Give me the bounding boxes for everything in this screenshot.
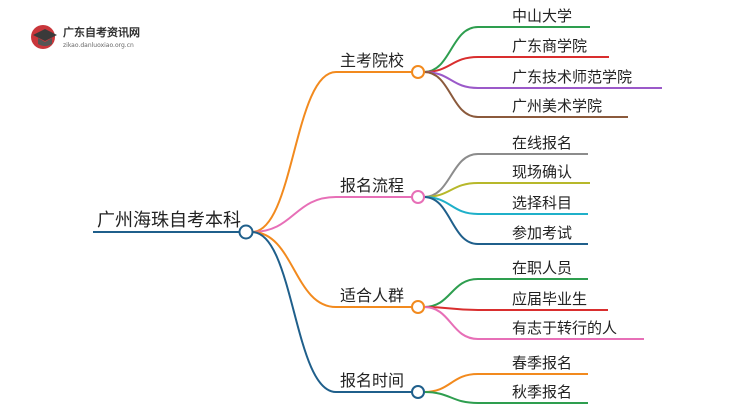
branch-node-circle: [411, 65, 425, 79]
branch-label: 报名流程: [340, 176, 404, 195]
leaf-label: 秋季报名: [512, 383, 572, 401]
leaf-label: 广东商学院: [512, 37, 587, 55]
graduation-cap-icon: [33, 29, 57, 41]
branch-to-leaf-connector: [423, 278, 479, 308]
root-to-branch-connector: [251, 231, 337, 393]
branch-to-leaf-connector: [423, 306, 479, 340]
branch-to-leaf-connector: [423, 391, 479, 404]
leaf-label: 选择科目: [512, 194, 572, 212]
branch-label: 主考院校: [340, 51, 404, 70]
branch-label: 适合人群: [340, 286, 404, 305]
leaf-label: 在职人员: [512, 259, 572, 277]
branch-label: 报名时间: [340, 371, 404, 390]
mindmap-nodes: 广州海珠自考本科主考院校中山大学广东商学院广东技术师范学院广州美术学院报名流程在…: [97, 7, 632, 401]
leaf-label: 在线报名: [512, 134, 572, 152]
branch-to-leaf-connector: [423, 373, 479, 393]
leaf-label: 广州美术学院: [512, 97, 602, 115]
branch-node-circle: [411, 385, 425, 399]
root-to-branch-connector: [251, 71, 337, 233]
root-to-branch-connector: [251, 231, 337, 308]
root-node-label: 广州海珠自考本科: [97, 210, 241, 231]
leaf-label: 应届毕业生: [512, 290, 587, 308]
connector-lines: [93, 26, 662, 404]
logo-title: 广东自考资讯网: [63, 25, 140, 39]
leaf-label: 春季报名: [512, 354, 572, 372]
branch-to-leaf-connector: [423, 71, 479, 118]
leaf-label: 中山大学: [512, 7, 572, 25]
root-to-branch-connector: [251, 196, 337, 233]
leaf-label: 广东技术师范学院: [512, 68, 632, 86]
branch-to-leaf-connector: [423, 196, 479, 245]
branch-node-circle: [411, 300, 425, 314]
root-node-circle: [238, 224, 254, 240]
leaf-label: 参加考试: [512, 224, 572, 242]
leaf-label: 有志于转行的人: [512, 319, 617, 337]
graduation-cap-base-icon: [38, 38, 52, 46]
branch-node-circle: [411, 190, 425, 204]
leaf-label: 现场确认: [512, 163, 572, 181]
logo-subtitle: zikao.danluoxiao.org.cn: [63, 42, 134, 49]
site-logo: 广东自考资讯网 zikao.danluoxiao.org.cn: [31, 25, 140, 49]
